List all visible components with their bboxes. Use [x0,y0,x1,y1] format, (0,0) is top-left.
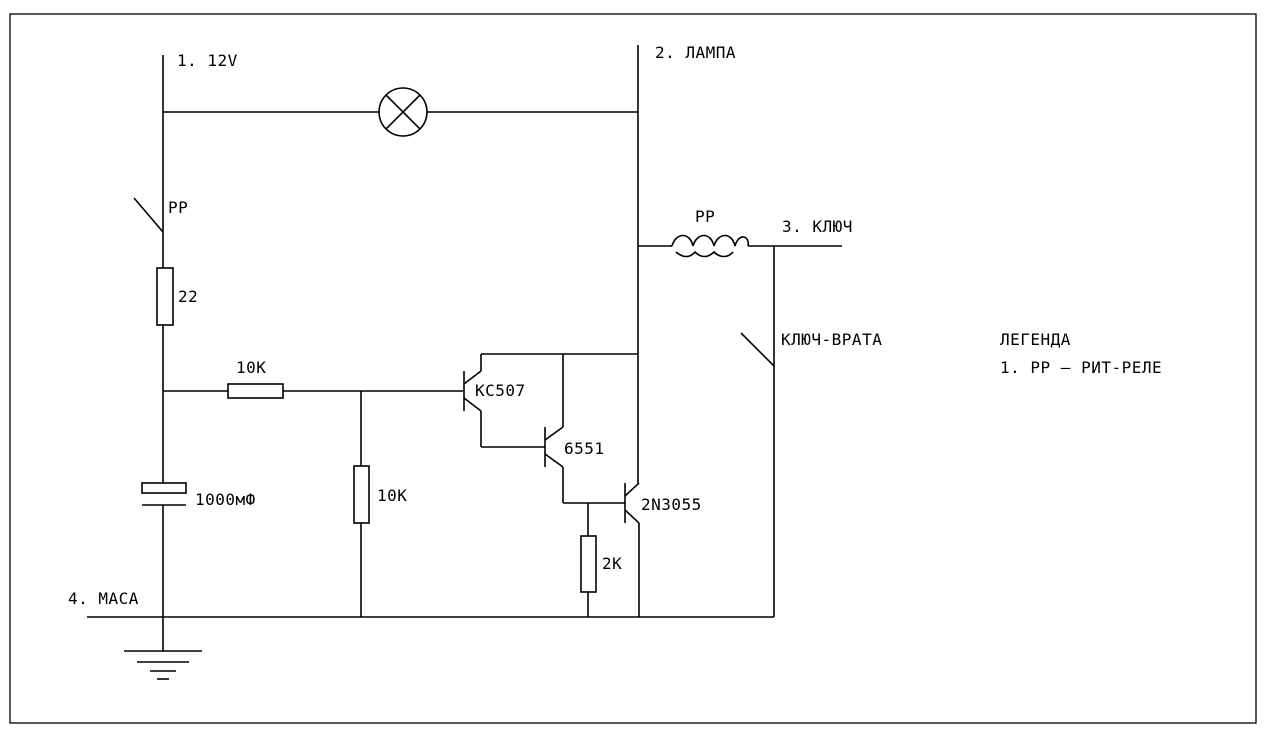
label-q2: 6551 [564,439,605,458]
supply-rail [162,55,380,232]
transistor-6551 [544,354,625,504]
legend-title: ЛЕГЕНДА [1000,330,1071,349]
relay-coil [638,234,842,258]
resistor-10k-divider [353,391,370,617]
relay-contact-switch [133,197,164,268]
label-resistor-10k-base: 10K [236,358,266,377]
transistor-2n3055 [624,482,640,617]
label-resistor-22: 22 [178,287,198,306]
capacitor-1000mf [141,482,187,651]
label-ground: 4. МАСА [68,589,139,608]
label-supply: 1. 12V [177,51,238,70]
lamp-symbol [378,87,638,137]
label-door-switch: КЛЮЧ-ВРАТА [781,330,882,349]
door-key-switch [740,246,775,617]
label-resistor-10k-divider: 10K [377,486,407,505]
transistor-kc507 [463,353,638,448]
resistor-10k-base [163,383,463,399]
resistor-2k [580,503,597,617]
label-relay-coil: РР [695,207,715,226]
label-resistor-2k: 2K [602,554,622,573]
label-capacitor: 1000мФ [195,490,256,509]
label-q1: KC507 [475,381,526,400]
label-relay-switch: РР [168,198,188,217]
legend-item: 1. РР – РИТ-РЕЛЕ [1000,358,1162,377]
label-lamp: 2. ЛАМПА [655,43,736,62]
resistor-22 [156,267,174,483]
ground-symbol [124,650,202,680]
drawing-frame [9,13,1257,724]
label-key: 3. КЛЮЧ [782,217,853,236]
label-q3: 2N3055 [641,495,702,514]
